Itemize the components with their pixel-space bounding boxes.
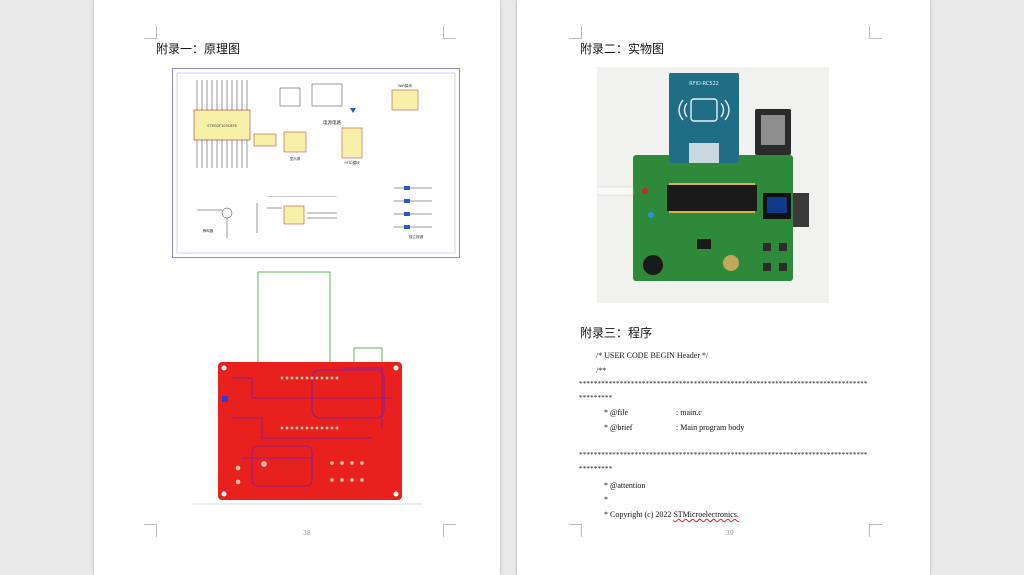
photo-rfid-module bbox=[669, 73, 739, 163]
document-page-left: 附录一：原理图 STM32F103C8T6 bbox=[94, 0, 500, 575]
pcb-layout-figure bbox=[192, 271, 422, 505]
code-line-copyright: * Copyright (c) 2022 STMicroelectronics. bbox=[604, 510, 739, 519]
code-line: /** bbox=[596, 366, 607, 375]
photo-led-red bbox=[642, 188, 648, 194]
pcb-wifi-outline bbox=[353, 347, 383, 365]
code-line: : Main program body bbox=[676, 423, 745, 432]
code-line: ********* bbox=[579, 394, 613, 402]
schematic-rfid-block bbox=[341, 127, 363, 159]
pcb-pads-top-header bbox=[280, 376, 339, 430]
schematic-regulator bbox=[279, 87, 301, 107]
code-copyright-text: * Copyright (c) 2022 bbox=[604, 510, 674, 519]
margin-corner-mark bbox=[443, 524, 456, 537]
code-line: * @brief bbox=[604, 423, 633, 432]
schematic-mcu-block: STM32F103C8T6 bbox=[193, 80, 251, 168]
schematic-figure: STM32F103C8T6 电源电路 WiFi模块 显示屏 RFID模块 蜂鸣器 bbox=[172, 68, 460, 258]
code-line: * bbox=[604, 495, 608, 504]
photo-buzzer bbox=[643, 255, 663, 275]
pcb-pads-lower bbox=[235, 460, 365, 485]
appendix-heading-code: 附录三：程序 bbox=[580, 326, 653, 340]
schematic-led bbox=[350, 108, 356, 113]
photo-rfid-wave-icon bbox=[678, 98, 730, 122]
code-line: : main.c bbox=[676, 408, 702, 417]
schematic-label-rfid: RFID模块 bbox=[344, 160, 360, 165]
pcb-board bbox=[218, 362, 402, 500]
schematic-label-oled: 显示屏 bbox=[290, 157, 301, 161]
margin-corner-mark bbox=[869, 26, 882, 39]
code-line: * @file bbox=[604, 408, 629, 417]
pcb-traces bbox=[232, 367, 392, 487]
schematic-mcu-label: STM32F103C8T6 bbox=[207, 124, 237, 128]
code-line: ****************************************… bbox=[579, 380, 868, 388]
photo-led-blue bbox=[648, 212, 654, 218]
schematic-label-power: 电源电路 bbox=[323, 119, 341, 126]
schematic-label-buzzer: 蜂鸣器 bbox=[203, 228, 214, 233]
schematic-connector bbox=[253, 133, 277, 147]
photo-push-buttons bbox=[763, 243, 787, 271]
photo-side-connector bbox=[793, 193, 809, 227]
appendix-heading-photo: 附录二：实物图 bbox=[580, 42, 665, 56]
schematic-buzzer-circuit bbox=[197, 207, 233, 238]
schematic-oled-block bbox=[283, 131, 307, 153]
pcb-mounting-holes bbox=[221, 365, 399, 497]
photo-header-pins bbox=[669, 183, 755, 213]
margin-corner-mark bbox=[569, 524, 582, 537]
margin-corner-mark bbox=[443, 26, 456, 39]
pcb-rfid-outline bbox=[257, 271, 331, 365]
schematic-label-wifi: WiFi模块 bbox=[398, 83, 413, 88]
schematic-driver-circuit bbox=[256, 203, 337, 233]
photo-coin-battery bbox=[723, 255, 739, 271]
photo-eeprom-chip bbox=[697, 239, 711, 249]
appendix-heading-schematic: 附录一：原理图 bbox=[156, 42, 241, 56]
document-page-right: 附录二：实物图 RFID-RC522 附录三：程序 bbox=[517, 0, 930, 575]
pcb-component-marker bbox=[222, 396, 228, 402]
page-number: 38 bbox=[303, 530, 311, 537]
page-number: 39 bbox=[726, 530, 734, 537]
schematic-power-circuit bbox=[311, 83, 343, 107]
margin-corner-mark bbox=[569, 26, 582, 39]
code-line: /* USER CODE BEGIN Header */ bbox=[596, 351, 709, 360]
device-photo: RFID-RC522 bbox=[597, 67, 829, 303]
code-copyright-company: STMicroelectronics. bbox=[673, 510, 739, 519]
schematic-keys bbox=[394, 186, 432, 229]
photo-rfid-chip bbox=[689, 143, 719, 163]
photo-rfid-label: RFID-RC522 bbox=[689, 81, 719, 87]
code-line: * @attention bbox=[604, 481, 646, 490]
margin-corner-mark bbox=[144, 524, 157, 537]
schematic-eeprom-block bbox=[283, 205, 305, 225]
schematic-label-keys: 独立按键 bbox=[409, 234, 423, 239]
schematic-divider bbox=[267, 196, 337, 197]
photo-mcu-board bbox=[667, 185, 757, 211]
code-line: ********* bbox=[579, 465, 613, 473]
margin-corner-mark bbox=[869, 524, 882, 537]
code-line: ****************************************… bbox=[579, 451, 868, 459]
photo-usb-cable bbox=[597, 186, 634, 196]
schematic-wifi-block bbox=[391, 89, 419, 111]
margin-corner-mark bbox=[144, 26, 157, 39]
